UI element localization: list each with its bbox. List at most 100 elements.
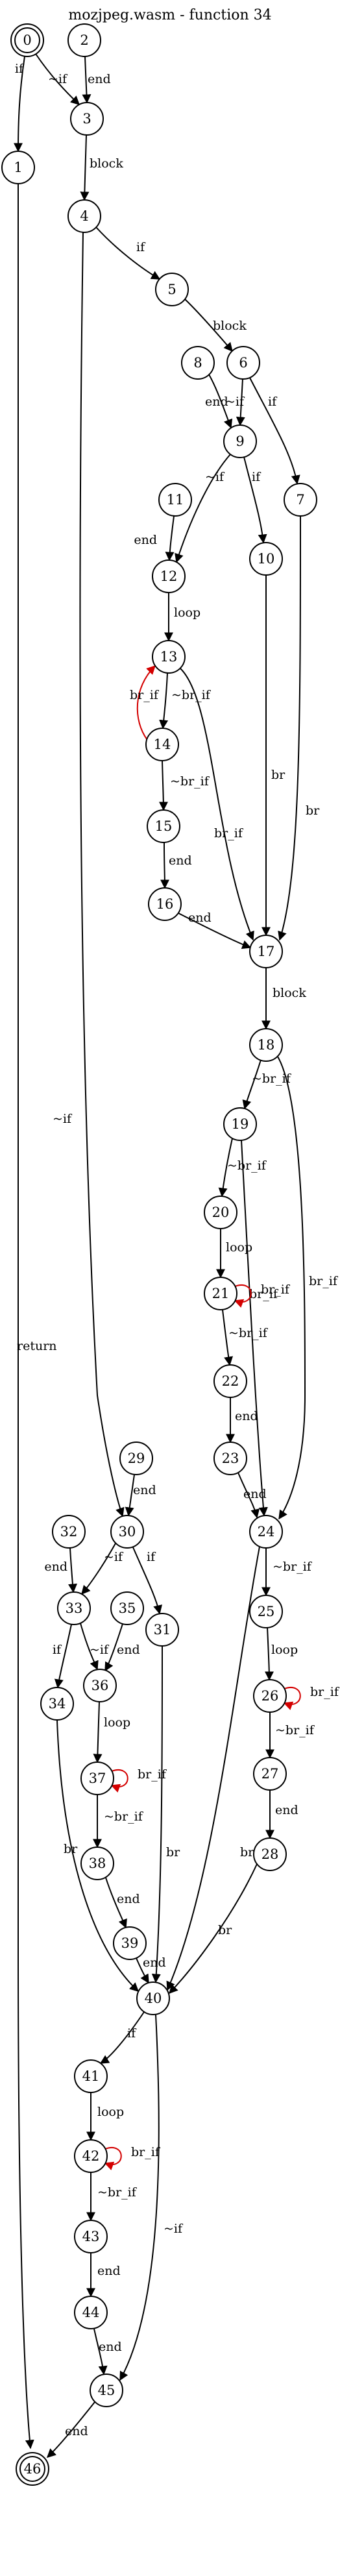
node-20: 20 xyxy=(204,1196,237,1229)
node-label: 18 xyxy=(258,1037,275,1053)
edge-line xyxy=(105,1877,127,1929)
edge-30-33: ~if xyxy=(81,1543,124,1595)
node-label: 6 xyxy=(239,355,247,371)
node-label: 1 xyxy=(14,160,22,175)
edge-line xyxy=(104,2147,122,2170)
node-label: 29 xyxy=(128,1451,145,1466)
node-label: 27 xyxy=(261,1766,279,1782)
edge-label: end xyxy=(117,1892,140,1906)
node-circle xyxy=(136,1981,170,2015)
edge-label: return xyxy=(17,1339,57,1353)
edge-label: br_if xyxy=(261,1282,291,1297)
node-circle xyxy=(145,1613,179,1647)
edge-42-42: br_if xyxy=(104,2145,161,2170)
edge-23-24: end xyxy=(237,1472,267,1519)
edge-21-22: ~br_if xyxy=(222,1309,269,1366)
edge-label: br xyxy=(166,1845,180,1859)
edge-line xyxy=(278,515,301,941)
nodes-layer: 0123456789101112131415161718192021222324… xyxy=(1,23,317,2486)
node-label: 31 xyxy=(154,1622,171,1638)
node-10: 10 xyxy=(249,542,283,576)
edge-line xyxy=(249,377,300,485)
node-circle xyxy=(148,887,182,921)
edge-line xyxy=(93,1701,103,1763)
edge-label: ~if xyxy=(205,470,225,484)
edge-line xyxy=(110,1769,128,1793)
node-label: 24 xyxy=(258,1524,275,1539)
node-21: 21 xyxy=(204,1277,237,1310)
node-8: 8 xyxy=(181,346,215,380)
edge-line xyxy=(35,53,80,105)
node-22: 22 xyxy=(213,1364,247,1398)
edge-41-42: loop xyxy=(86,2092,124,2141)
node-circle xyxy=(204,1277,237,1310)
node-45: 45 xyxy=(90,2374,123,2407)
edge-label: ~br_if xyxy=(171,688,212,702)
node-32: 32 xyxy=(52,1515,86,1549)
node-label: 9 xyxy=(236,434,244,449)
node-42: 42 xyxy=(74,2139,108,2173)
edge-19-24: br_if xyxy=(241,1140,279,1517)
edge-line xyxy=(151,1645,163,1983)
edge-label: end xyxy=(275,1803,298,1817)
node-circle xyxy=(249,542,283,576)
edge-label: if xyxy=(147,1550,156,1564)
edge-11-12: end xyxy=(134,515,175,561)
edge-43-44: end xyxy=(86,2253,121,2298)
edge-line xyxy=(236,378,245,426)
edge-31-40: br xyxy=(151,1645,180,1983)
edge-label: if xyxy=(136,240,146,254)
node-label: 37 xyxy=(89,1771,106,1786)
node-43: 43 xyxy=(74,2220,108,2253)
edge-line xyxy=(68,1547,78,1593)
node-circle xyxy=(223,424,257,458)
node-label: 19 xyxy=(232,1116,249,1132)
node-label: 12 xyxy=(160,569,178,584)
edge-label: br xyxy=(271,768,285,782)
edge-14-13: br_if xyxy=(130,665,160,741)
edge-line xyxy=(237,1472,260,1519)
edge-line xyxy=(79,232,125,1517)
edge-label: loop xyxy=(271,1643,298,1657)
node-circle xyxy=(223,1107,257,1141)
node-1: 1 xyxy=(1,151,35,184)
edge-line xyxy=(166,1546,260,1991)
node-38: 38 xyxy=(80,1846,114,1880)
edge-line xyxy=(234,1284,252,1308)
node-27: 27 xyxy=(253,1757,287,1791)
edge-39-40: end xyxy=(136,1956,166,1984)
edge-14-15: ~br_if xyxy=(158,760,210,811)
edge-label: br xyxy=(64,1842,78,1856)
edge-20-21: loop xyxy=(216,1229,252,1279)
node-26: 26 xyxy=(253,1679,287,1713)
node-4: 4 xyxy=(67,199,101,233)
node-circle xyxy=(1,151,35,184)
edge-27-28: end xyxy=(265,1789,298,1839)
edge-label: br xyxy=(306,803,320,818)
node-circle xyxy=(204,1196,237,1229)
edge-label: end xyxy=(243,1487,267,1501)
edge-line xyxy=(218,1138,233,1197)
edge-label: ~br_if xyxy=(170,774,210,789)
edge-label: ~br_if xyxy=(252,1072,292,1086)
edge-line xyxy=(165,515,175,561)
edge-line xyxy=(14,56,25,153)
node-label: 3 xyxy=(82,111,91,127)
node-label: 28 xyxy=(261,1846,279,1862)
node-36: 36 xyxy=(83,1669,117,1702)
node-circle xyxy=(74,2139,108,2173)
node-40: 40 xyxy=(136,1981,170,2015)
entry-ring xyxy=(14,27,40,53)
edge-18-24: br_if xyxy=(277,1056,339,1520)
node-circle xyxy=(213,1364,247,1398)
node-label: 11 xyxy=(167,492,184,508)
node-18: 18 xyxy=(249,1028,283,1062)
edge-15-16: end xyxy=(160,842,192,889)
edge-label: loop xyxy=(174,606,200,620)
edge-label: end xyxy=(235,1409,258,1423)
node-label: 42 xyxy=(82,2148,100,2164)
edge-13-14: ~br_if xyxy=(159,672,212,730)
edge-label: loop xyxy=(104,1715,130,1730)
edge-26-26: br_if xyxy=(283,1685,340,1710)
